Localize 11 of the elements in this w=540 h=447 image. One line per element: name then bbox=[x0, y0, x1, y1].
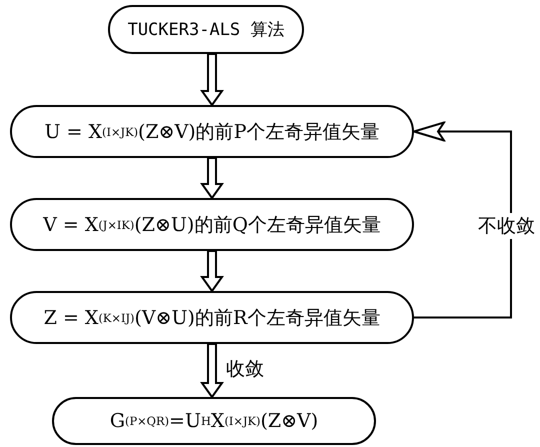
arrow bbox=[200, 343, 224, 399]
process-box: Z = X$^{(K×IJ)}$(V⊗U)的前R个左奇异值矢量 bbox=[10, 291, 414, 344]
process-box: V = X$^{(J×IK)}$(Z⊗U)的前Q个左奇异值矢量 bbox=[10, 198, 414, 251]
arrow bbox=[200, 250, 224, 293]
arrow bbox=[200, 157, 224, 200]
edge-label: 不收敛 bbox=[478, 213, 535, 239]
arrow bbox=[200, 53, 224, 107]
process-box: G$^{(P×QR)}$=U$^{H}$X$^{(I×JK)}$(Z⊗V) bbox=[52, 397, 376, 445]
feedback-arrow bbox=[413, 122, 512, 318]
process-box: U = X$^{(I×JK)}$(Z⊗V)的前P个左奇异值矢量 bbox=[10, 105, 414, 158]
start-box: TUCKER3-ALS 算法 bbox=[108, 5, 304, 54]
